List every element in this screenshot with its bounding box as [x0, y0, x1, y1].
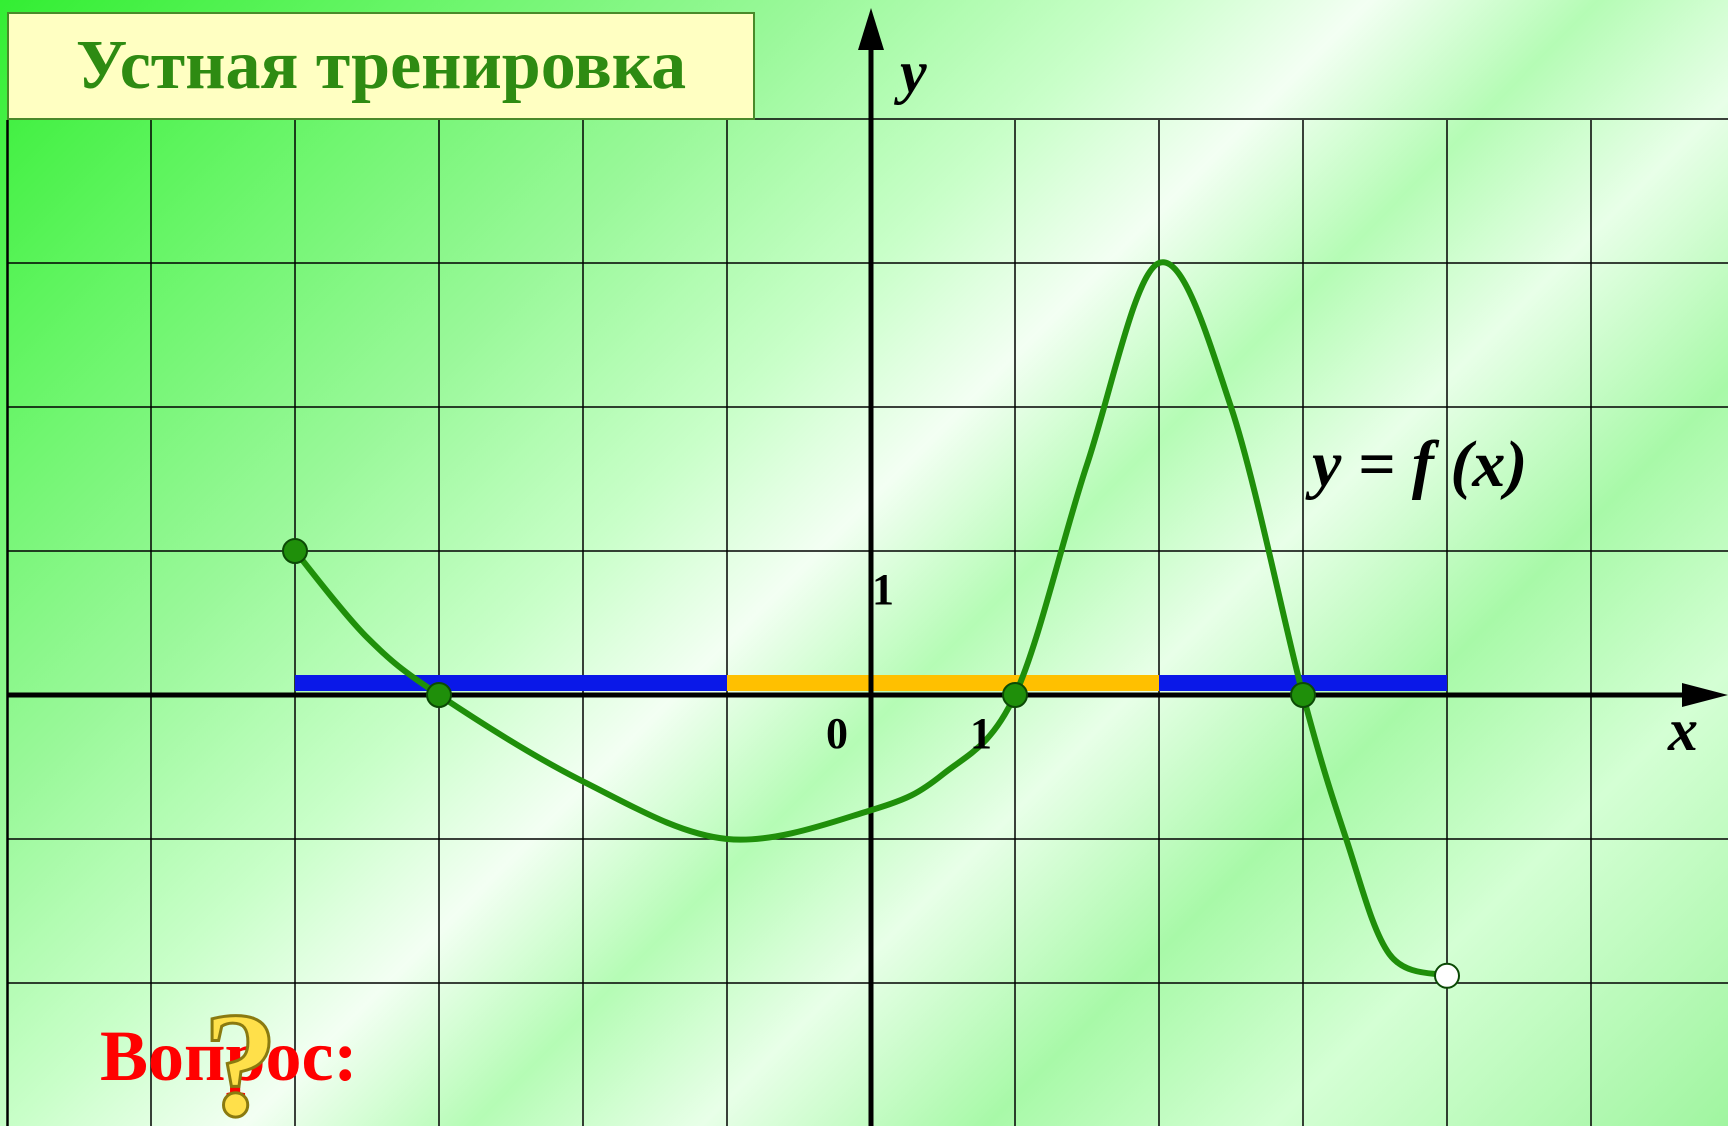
- x-unit-label: 1: [970, 709, 992, 758]
- closed-point: [1290, 682, 1316, 708]
- axes: [8, 8, 1728, 1126]
- function-curve: [292, 259, 1449, 979]
- closed-point: [426, 682, 452, 708]
- y-axis-label: y: [900, 39, 927, 105]
- x-axis-label: x: [1668, 697, 1698, 763]
- curve-layer: [292, 259, 1449, 979]
- question-label: Вопрос:: [100, 1016, 358, 1096]
- closed-point: [282, 538, 308, 564]
- open-point: [1434, 962, 1460, 989]
- function-label: y = f (x): [1312, 428, 1528, 501]
- segment-blue: [295, 675, 727, 691]
- question-mark-icon: ?: [202, 982, 280, 1148]
- grid: [6, 118, 1728, 1126]
- slide-title: Устная тренировка: [75, 27, 687, 104]
- segment-orange: [727, 675, 1159, 691]
- origin-label: 0: [826, 709, 848, 758]
- y-axis-arrow: [858, 8, 884, 50]
- x-axis-arrow: [1682, 683, 1728, 707]
- title-banner: Устная тренировка: [7, 12, 755, 120]
- closed-point: [1002, 682, 1028, 708]
- key-points: [282, 538, 1460, 989]
- y-unit-label: 1: [872, 565, 894, 614]
